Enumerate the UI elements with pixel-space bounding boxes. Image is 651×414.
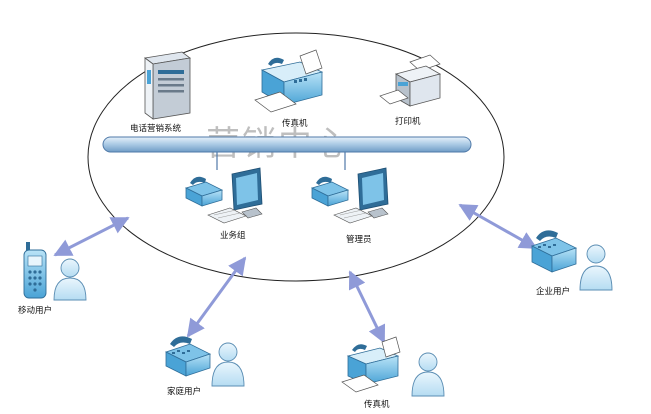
admin-label: 管理员 [346, 234, 372, 245]
fax-icon [254, 49, 324, 113]
server-icon [144, 51, 191, 120]
sales-group-label: 业务组 [220, 230, 246, 241]
mobile-person-icon [53, 258, 87, 301]
network-bus [102, 136, 472, 153]
mobile-phone-icon [23, 242, 47, 299]
home-telephone-icon [164, 336, 212, 377]
arrow-mobile-user [53, 216, 130, 257]
fax-top-label: 传真机 [282, 118, 308, 129]
server-label: 电话营销系统 [130, 123, 182, 134]
enterprise-user-label: 企业用户 [536, 286, 570, 297]
home-person-icon [211, 342, 245, 387]
home-user-label: 家庭用户 [167, 386, 201, 397]
arrow-enterprise-user [458, 203, 538, 250]
enterprise-telephone-icon [530, 230, 578, 273]
enterprise-person-icon [579, 244, 613, 291]
mobile-user-label: 移动用户 [18, 305, 52, 316]
sales-workstation-icon [184, 167, 263, 224]
fax-person-icon [411, 352, 445, 397]
fax-bottom-label: 传真机 [364, 399, 390, 410]
arrow-home-user [186, 256, 247, 338]
arrow-fax-user [348, 270, 386, 344]
printer-label: 打印机 [395, 116, 421, 127]
printer-icon [379, 54, 442, 107]
admin-workstation-icon [310, 167, 389, 224]
fax-user-icon [341, 336, 401, 393]
